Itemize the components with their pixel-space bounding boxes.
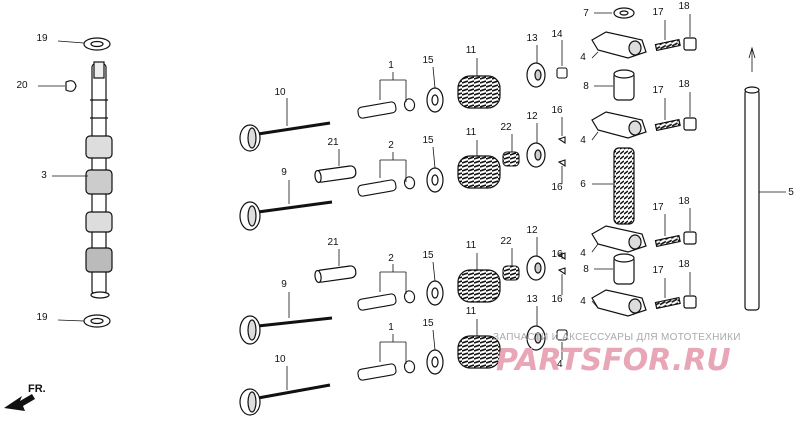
callout-18: 18 xyxy=(678,79,690,90)
callout-22: 22 xyxy=(500,236,512,247)
callout-15: 15 xyxy=(422,55,434,66)
callout-11: 11 xyxy=(466,127,477,138)
watermark: ЗАПЧАСТИ И АКСЕССУАРЫ ДЛЯ МОТОТЕХНИКИ PA… xyxy=(493,332,741,378)
callout-18: 18 xyxy=(678,259,690,270)
callout-8: 8 xyxy=(583,81,589,92)
camshaft-leader-lines xyxy=(38,40,88,322)
callout-16: 16 xyxy=(551,249,563,260)
valve-springs xyxy=(457,75,501,369)
callout-18: 18 xyxy=(678,196,690,207)
callout-12: 12 xyxy=(526,111,538,122)
callout-5: 5 xyxy=(788,187,794,198)
callout-19: 19 xyxy=(36,33,48,44)
callout-17: 17 xyxy=(652,265,664,276)
callout-3: 3 xyxy=(41,170,47,181)
callout-10: 10 xyxy=(274,87,286,98)
callout-12: 12 xyxy=(526,225,538,236)
callout-14: 14 xyxy=(551,29,563,40)
callout-21: 21 xyxy=(327,237,339,248)
callout-17: 17 xyxy=(652,7,664,18)
exhaust-valve-bottom xyxy=(239,383,331,416)
intake-valve-b xyxy=(239,315,333,345)
callout-4: 4 xyxy=(580,248,586,259)
callout-20: 20 xyxy=(16,80,28,91)
callout-13: 13 xyxy=(526,294,538,305)
callout-22: 22 xyxy=(500,122,512,133)
callout-13: 13 xyxy=(526,33,538,44)
callout-labels: 1920319109910212112211515151511111111222… xyxy=(16,1,794,370)
callout-19: 19 xyxy=(36,312,48,323)
callout-4: 4 xyxy=(580,296,586,307)
callout-16: 16 xyxy=(551,294,563,305)
callout-4: 4 xyxy=(580,135,586,146)
callout-4: 4 xyxy=(580,52,586,63)
valves xyxy=(239,121,333,416)
part-leader-lines xyxy=(286,12,613,390)
callout-15: 15 xyxy=(422,250,434,261)
callout-16: 16 xyxy=(551,105,563,116)
exhaust-valve-top xyxy=(239,121,331,152)
callout-11: 11 xyxy=(466,306,477,317)
callout-8: 8 xyxy=(583,264,589,275)
front-direction-arrow: FR. xyxy=(4,383,46,411)
callout-16: 16 xyxy=(551,182,563,193)
camshaft-assembly xyxy=(65,37,113,328)
callout-6: 6 xyxy=(580,179,586,190)
adjuster-leader-lines xyxy=(664,14,691,298)
intake-valve-a xyxy=(239,200,333,231)
front-direction-label: FR. xyxy=(28,383,46,395)
spring-retainers xyxy=(526,62,546,351)
callout-17: 17 xyxy=(652,85,664,96)
callout-1: 1 xyxy=(388,322,394,333)
callout-9: 9 xyxy=(281,167,287,178)
spring-seats xyxy=(426,87,444,375)
callout-18: 18 xyxy=(678,1,690,12)
valve-stem-seals xyxy=(357,98,416,381)
rocker-arms xyxy=(591,31,647,317)
cotters-and-caps xyxy=(556,67,568,341)
rocker-shaft xyxy=(744,46,786,311)
valve-guides xyxy=(314,165,357,284)
callout-9: 9 xyxy=(281,279,287,290)
callout-11: 11 xyxy=(466,45,477,56)
callout-14: 14 xyxy=(551,359,563,370)
adjusting-screws-and-nuts xyxy=(654,37,697,310)
callout-2: 2 xyxy=(388,253,394,264)
callout-17: 17 xyxy=(652,202,664,213)
callout-1: 1 xyxy=(388,60,394,71)
inner-springs xyxy=(502,151,520,281)
callout-21: 21 xyxy=(327,137,339,148)
callout-2: 2 xyxy=(388,140,394,151)
callout-15: 15 xyxy=(422,135,434,146)
callout-7: 7 xyxy=(583,8,589,19)
callout-15: 15 xyxy=(422,318,434,329)
watermark-caption: ЗАПЧАСТИ И АКСЕССУАРЫ ДЛЯ МОТОТЕХНИКИ xyxy=(493,332,741,343)
rocker-shaft-parts xyxy=(613,7,635,285)
callout-11: 11 xyxy=(466,240,477,251)
watermark-logo: PARTSFOR.RU xyxy=(496,343,731,378)
callout-10: 10 xyxy=(274,354,286,365)
dowel-pin xyxy=(65,80,77,92)
